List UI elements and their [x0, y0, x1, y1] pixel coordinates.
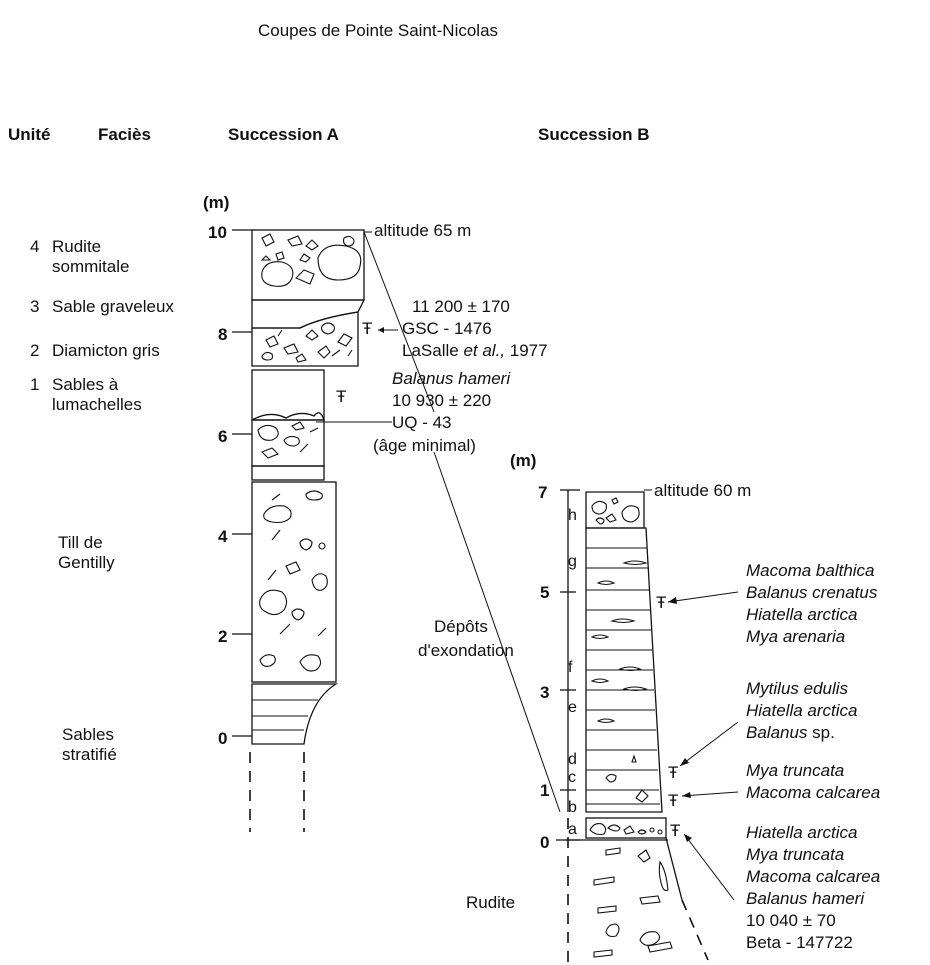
- header-facies: Faciès: [98, 125, 151, 144]
- fauna4-balanus-hameri: Balanus hameri: [746, 889, 865, 908]
- facies-3-number: 3: [30, 297, 39, 316]
- succession-b-unit-label: (m): [510, 451, 536, 470]
- fauna4-macoma-calcarea: Macoma calcarea: [746, 867, 880, 886]
- sample-marker-b2: Ŧ: [668, 763, 678, 782]
- diagram-title: Coupes de Pointe Saint-Nicolas: [258, 21, 498, 40]
- sample-marker-a1: Ŧ: [362, 319, 372, 338]
- sables-stratifie-label: Sables: [62, 725, 114, 744]
- facies-4-label: Rudite: [52, 237, 101, 256]
- species-balanus-hameri-a: Balanus hameri: [392, 369, 511, 388]
- fauna1-mya-arenaria: Mya arenaria: [746, 627, 845, 646]
- sample-marker-b3: Ŧ: [668, 791, 678, 810]
- succession-a-tick-10: 10: [208, 223, 227, 242]
- layer-b-label: b: [568, 799, 577, 816]
- layer-g-label: g: [568, 553, 577, 570]
- sables-stratifie-label-2: stratifié: [62, 745, 117, 764]
- succession-a-tick-2: 2: [218, 627, 227, 646]
- succession-a-tick-8: 8: [218, 325, 227, 344]
- succession-b-altitude: altitude 60 m: [654, 481, 751, 500]
- till-label-2: Gentilly: [58, 553, 115, 572]
- depots-exondation-label-2: d'exondation: [418, 641, 514, 660]
- succession-a-altitude: altitude 65 m: [374, 221, 471, 240]
- fauna2-balanus-sp: Balanus sp.: [746, 723, 835, 742]
- lab-code-1: GSC - 1476: [402, 319, 492, 338]
- layer-h-label: h: [568, 507, 577, 524]
- fauna1-macoma-balthica: Macoma balthica: [746, 561, 875, 580]
- fauna1-balanus-crenatus: Balanus crenatus: [746, 583, 878, 602]
- succession-a-column: (m) 10 8 6 4 2 0: [203, 193, 366, 832]
- succession-a-tick-4: 4: [218, 527, 228, 546]
- header-unite: Unité: [8, 125, 51, 144]
- header-succession-a: Succession A: [228, 125, 339, 144]
- succession-b-tick-1: 1: [540, 781, 549, 800]
- fauna4-radiocarbon-date: 10 040 ± 70: [746, 911, 836, 930]
- facies-3-label: Sable graveleux: [52, 297, 174, 316]
- succession-b-tick-0: 0: [540, 833, 549, 852]
- facies-list: 4 Rudite sommitale 3 Sable graveleux 2 D…: [30, 237, 174, 764]
- fauna1-hiatella-arctica: Hiatella arctica: [746, 605, 858, 624]
- fauna2-hiatella-arctica: Hiatella arctica: [746, 701, 858, 720]
- layer-f-label: f: [568, 659, 573, 676]
- layer-d-label: d: [568, 751, 577, 768]
- succession-b-tick-5: 5: [540, 583, 549, 602]
- facies-4-number: 4: [30, 237, 39, 256]
- depots-exondation-label: Dépôts: [434, 617, 488, 636]
- facies-1-number: 1: [30, 375, 39, 394]
- header-succession-b: Succession B: [538, 125, 650, 144]
- fauna3-macoma-calcarea: Macoma calcarea: [746, 783, 880, 802]
- facies-1-label-2: lumachelles: [52, 395, 142, 414]
- layer-e-label: e: [568, 699, 577, 716]
- fauna4-mya-truncata: Mya truncata: [746, 845, 844, 864]
- fauna4-hiatella-arctica: Hiatella arctica: [746, 823, 858, 842]
- succession-b-annotations: altitude 60 m h g f e d c b a Dépôts d'e…: [418, 481, 880, 952]
- radiocarbon-date-2: 10 930 ± 220: [392, 391, 491, 410]
- succession-a-tick-0: 0: [218, 729, 227, 748]
- facies-1-label: Sables à: [52, 375, 119, 394]
- succession-a-unit-label: (m): [203, 193, 229, 212]
- succession-a-tick-6: 6: [218, 427, 227, 446]
- layer-a-label: a: [568, 821, 577, 838]
- succession-b-tick-7: 7: [538, 483, 547, 502]
- till-label: Till de: [58, 533, 103, 552]
- reference-1: LaSalle et al., 1977: [402, 341, 548, 360]
- radiocarbon-date-1: 11 200 ± 170: [412, 297, 510, 316]
- minimum-age-note: (âge minimal): [373, 436, 476, 455]
- fauna2-mytilus-edulis: Mytilus edulis: [746, 679, 849, 698]
- succession-a-annotations: altitude 65 m Ŧ 11 200 ± 170 GSC - 1476 …: [316, 221, 561, 813]
- facies-2-number: 2: [30, 341, 39, 360]
- fauna4-lab-code: Beta - 147722: [746, 933, 853, 952]
- lab-code-2: UQ - 43: [392, 413, 452, 432]
- rudite-label: Rudite: [466, 893, 515, 912]
- sample-marker-a2: Ŧ: [336, 387, 346, 406]
- facies-4-label-2: sommitale: [52, 257, 129, 276]
- sample-marker-b4: Ŧ: [670, 821, 680, 840]
- sample-marker-b1: Ŧ: [656, 593, 666, 612]
- fauna3-mya-truncata: Mya truncata: [746, 761, 844, 780]
- layer-c-label: c: [568, 769, 576, 786]
- facies-2-label: Diamicton gris: [52, 341, 160, 360]
- succession-b-tick-3: 3: [540, 683, 549, 702]
- succession-b-column: (m) 7 5 3 1 0: [510, 451, 709, 965]
